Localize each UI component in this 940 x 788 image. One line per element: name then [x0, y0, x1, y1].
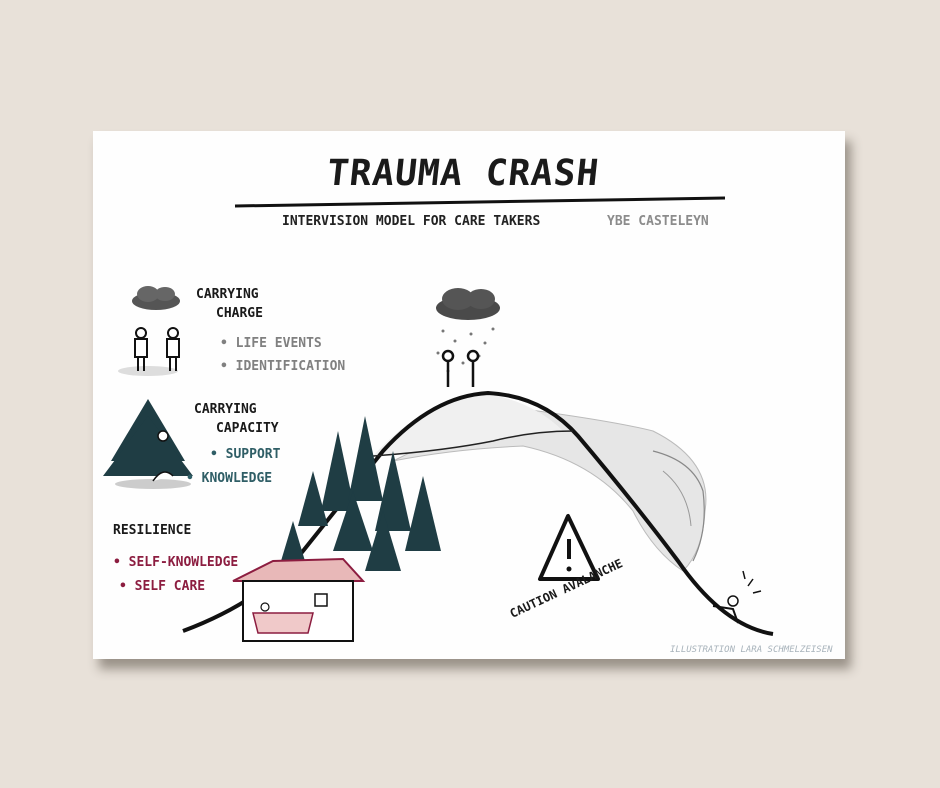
page-title: TRAUMA CRASH	[324, 153, 602, 194]
capacity-item-support: • SUPPORT	[210, 447, 281, 462]
capacity-item-knowledge: • KNOWLEDGE	[186, 471, 273, 486]
figures-on-peak	[441, 349, 480, 387]
capacity-heading-line1: CARRYING	[194, 402, 257, 417]
capacity-vignette	[103, 399, 193, 489]
resilience-item-self-knowledge: • SELF-KNOWLEDGE	[113, 555, 239, 570]
charge-vignette	[118, 286, 180, 376]
charge-item-life-events: • LIFE EVENTS	[220, 336, 322, 351]
warning-triangle-icon	[538, 514, 600, 581]
resilience-heading: RESILIENCE	[113, 523, 192, 538]
charge-item-identification: • IDENTIFICATION	[220, 359, 346, 374]
storm-cloud-peak	[436, 288, 500, 373]
fallen-person-icon	[712, 570, 762, 624]
illustration-credit: ILLUSTRATION LARA SCHMELZEISEN	[670, 645, 833, 655]
pine-forest	[281, 416, 441, 571]
charge-heading-line2: CHARGE	[216, 306, 263, 321]
house-vignette	[232, 557, 366, 642]
charge-heading-line1: CARRYING	[196, 287, 259, 302]
illustration-drawing	[103, 196, 774, 642]
capacity-heading-line2: CAPACITY	[216, 421, 279, 436]
resilience-item-self-care: • SELF CARE	[119, 579, 206, 594]
author: YBE CASTELEYN	[607, 214, 709, 229]
mountain-outline	[182, 390, 774, 636]
title-underline	[234, 196, 726, 208]
illustration-card: TRAUMA CRASH INTERVISION MODEL FOR CARE …	[93, 131, 845, 659]
subtitle: INTERVISION MODEL FOR CARE TAKERS	[282, 214, 541, 229]
